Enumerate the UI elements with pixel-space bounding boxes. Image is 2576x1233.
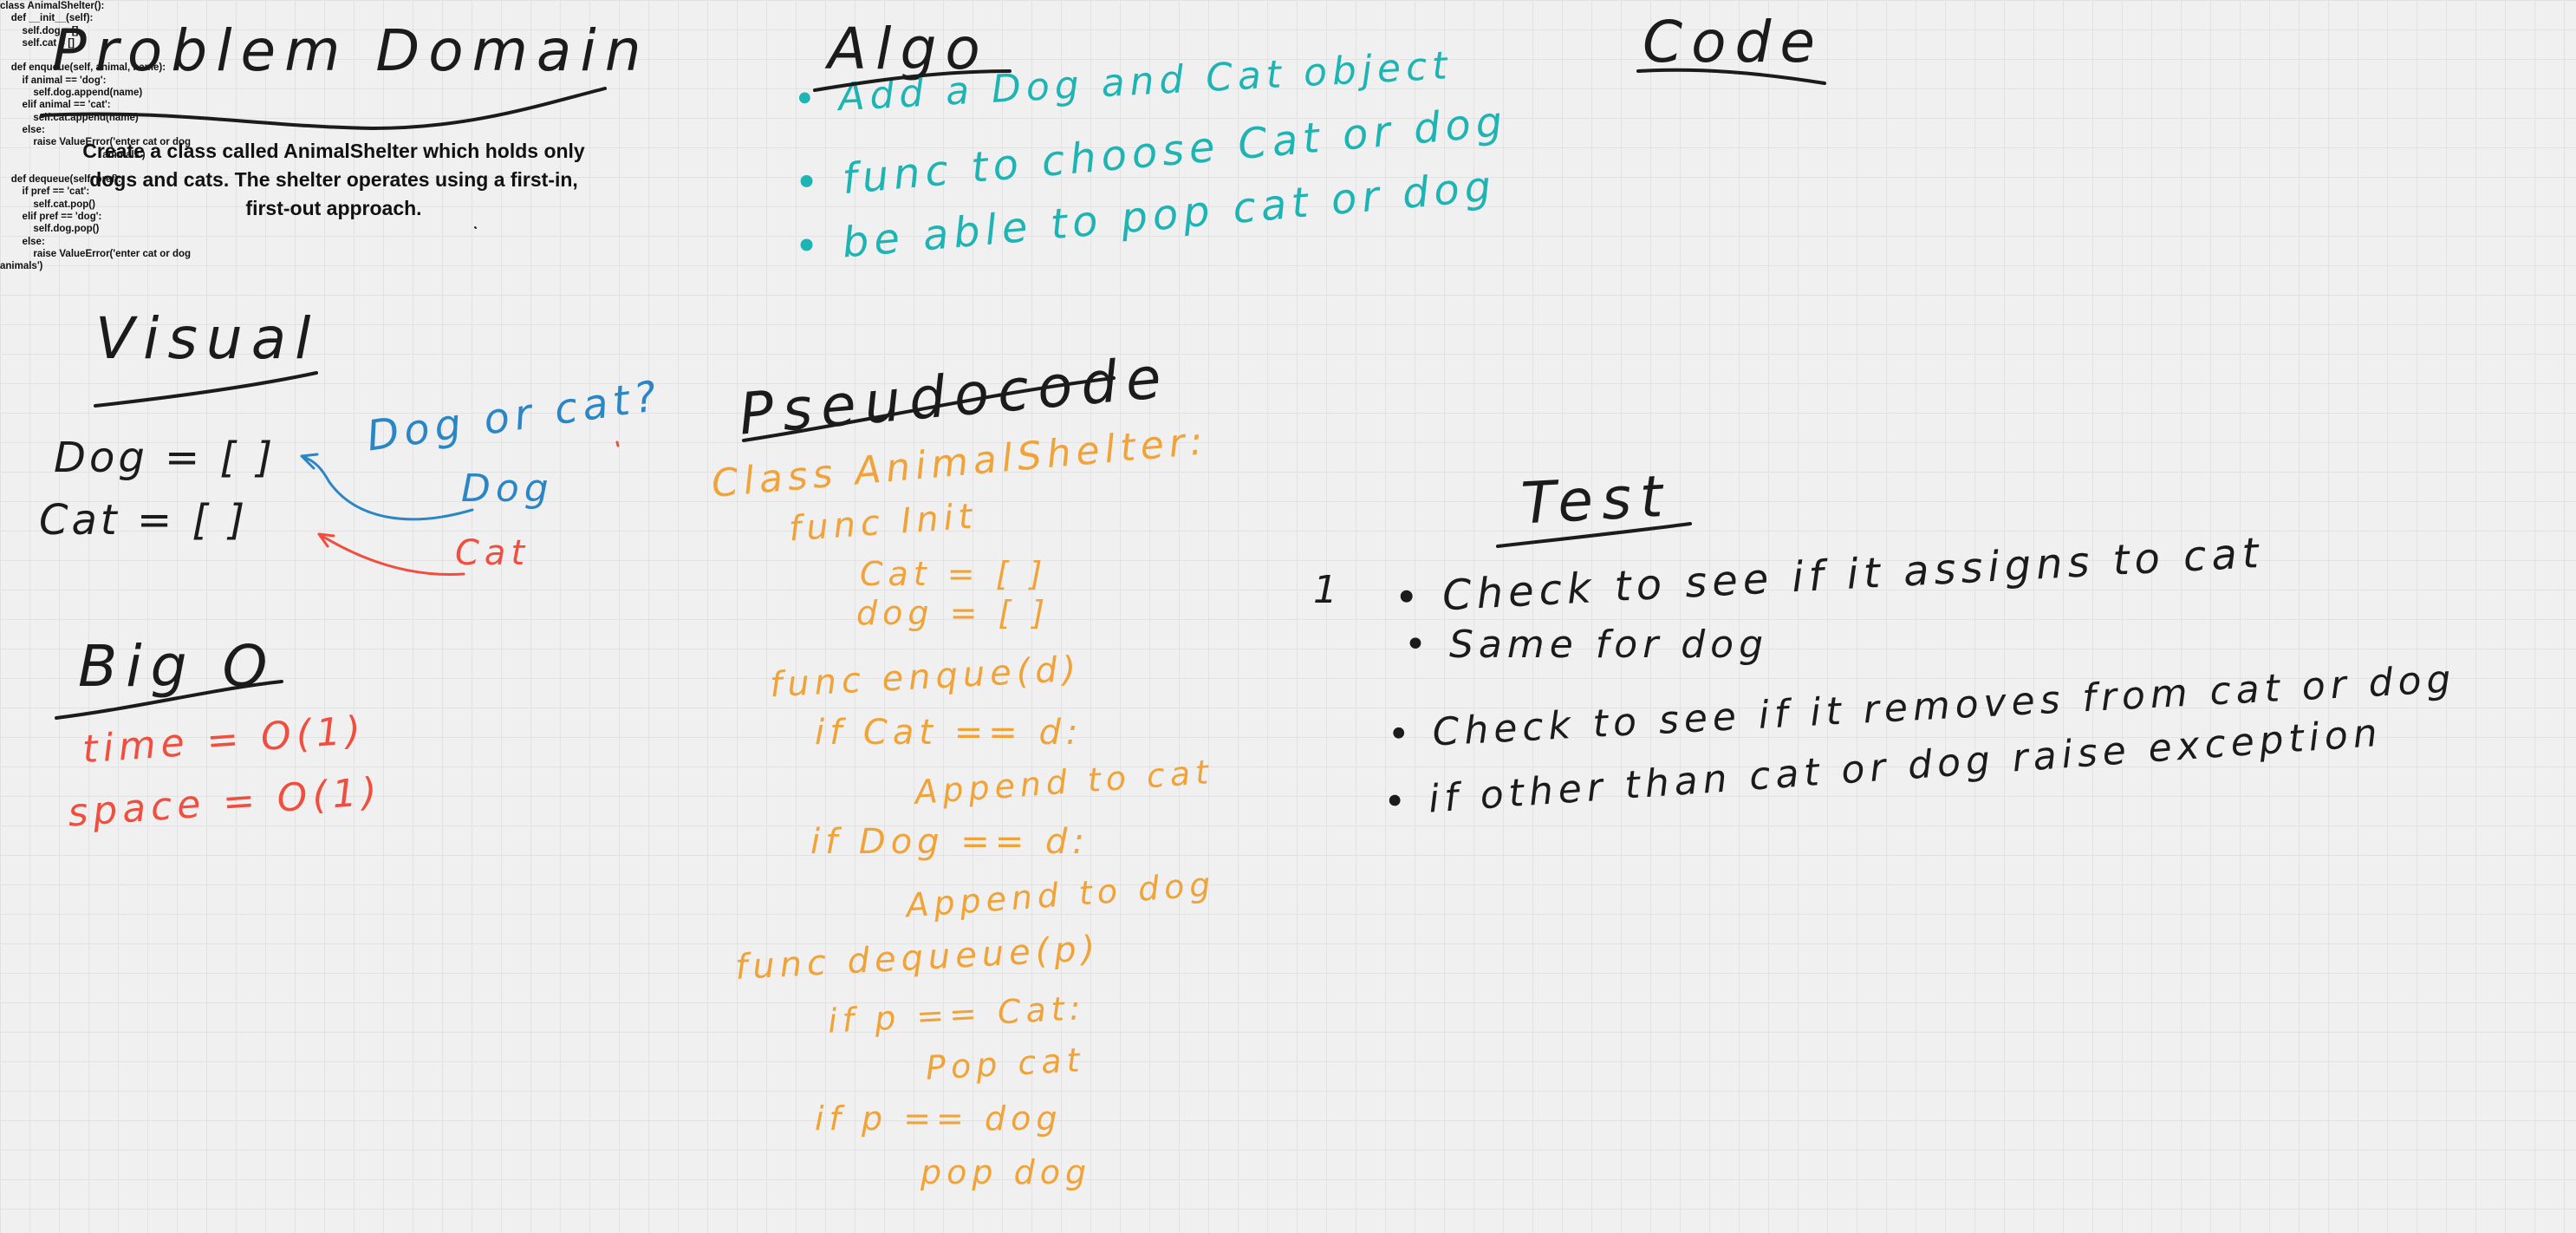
pseudo-line: dog = [ ] (856, 594, 1051, 632)
visual-heading: Visual (95, 305, 320, 372)
code-listing: class AnimalShelter(): def __init__(self… (0, 1, 192, 272)
red-dot (615, 440, 620, 447)
red-arrow (317, 532, 465, 577)
pseudo-line: func enque(d) (769, 649, 1083, 706)
pseudo-line: if p == dog (815, 1099, 1063, 1138)
visual-cat-label: Cat (455, 533, 530, 573)
test-number: 1 (1313, 568, 1343, 612)
visual-cat-array: Cat = [ ] (39, 496, 249, 545)
pseudo-line: pop dog (920, 1153, 1092, 1191)
blue-arrow (300, 453, 474, 521)
pseudo-line: Append to dog (904, 864, 1217, 925)
pseudo-line: Pop cat (924, 1041, 1086, 1087)
pseudo-line: if Cat == d: (815, 713, 1083, 753)
problem-description: Create a class called AnimalShelter whic… (82, 140, 585, 219)
big-o-space: space = O(1) (66, 769, 384, 836)
test-heading: Test (1519, 462, 1673, 538)
pseudo-line: func dequeue(p) (734, 929, 1102, 988)
big-o-time: time = O(1) (81, 708, 368, 773)
test-bullet-1: • Check to see if it assigns to cat (1393, 528, 2265, 623)
code-heading: Code (1643, 9, 1824, 75)
big-o-heading: Big O (78, 633, 276, 700)
visual-dog-label: Dog (461, 466, 554, 511)
visual-question: Dog or cat? (363, 371, 665, 461)
visual-underline (94, 371, 318, 408)
pseudo-line: if Dog == d: (810, 822, 1090, 862)
test-bullet-2: • Same for dog (1404, 623, 1769, 667)
problem-domain-heading: Problem Domain (52, 17, 650, 84)
pseudo-line: if p == Cat: (827, 988, 1087, 1041)
visual-dog-array: Dog = [ ] (54, 434, 276, 482)
pseudo-line: Append to cat (913, 753, 1215, 812)
pseudo-line: Cat = [ ] (860, 555, 1048, 593)
pseudo-line: func Init (787, 496, 979, 550)
